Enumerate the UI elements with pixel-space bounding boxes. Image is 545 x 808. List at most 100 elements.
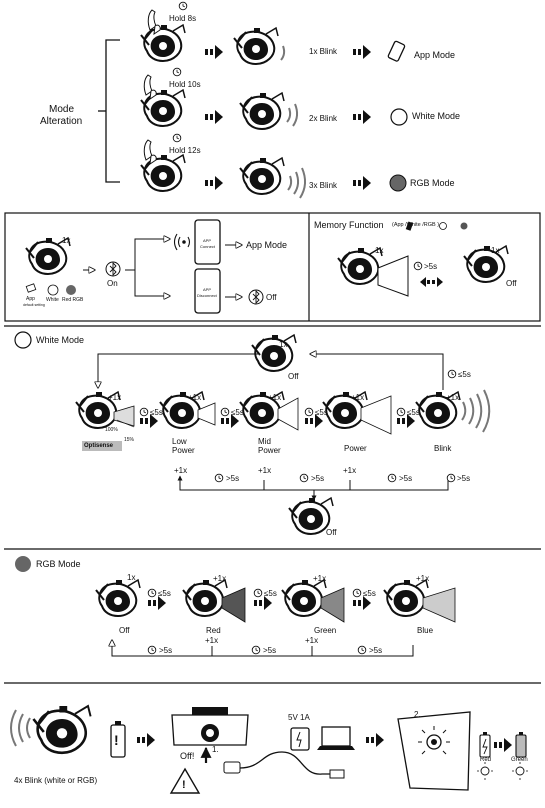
white-mode-title-icon (14, 331, 32, 349)
charging-led-closeup (397, 711, 471, 791)
memory-title: Memory Function (314, 220, 384, 230)
led-red-label: Red (480, 757, 492, 763)
rgb-bottom-clock-1 (147, 645, 157, 655)
white-top-press: 1x (279, 340, 288, 349)
usb-cable (223, 751, 345, 779)
optisense-label: Optisense (84, 443, 114, 449)
row3-clock-icon (172, 133, 182, 143)
white-time-2: ≤5s (231, 408, 244, 417)
memory-press-label: 1x (375, 246, 384, 255)
memory-double-arrow (420, 277, 443, 287)
white-clock-2 (220, 407, 230, 417)
white-bottom-plus-1: +1x (174, 466, 188, 475)
rgb-time-3: ≤5s (363, 589, 376, 598)
legend-white-label: White (46, 297, 59, 303)
rgb-arrow-3 (353, 596, 371, 610)
white-clock-3 (304, 407, 314, 417)
row1-blink-label: 1x Blink (309, 47, 338, 56)
branch-bottom (134, 270, 170, 296)
row3-lamp (239, 157, 285, 195)
white-bottom-clock-4 (446, 473, 456, 483)
pct-100: 100% (105, 427, 118, 433)
legend-app-sub: default setting (23, 303, 45, 307)
phone-disconnect-l2: Disconnect (197, 293, 217, 298)
rgb-press-2: +1x (313, 574, 327, 583)
white-press-2: +1x (268, 393, 282, 402)
row2-hold-label: Hold 10s (169, 80, 201, 89)
row3-blink-waves (287, 167, 306, 199)
wall-charger-icon (290, 727, 310, 751)
warning-mark: ! (182, 779, 186, 791)
row2-arrow-1 (205, 110, 223, 124)
white-clock-4 (396, 407, 406, 417)
mode-title-line1: Mode (49, 104, 75, 115)
legend-app-label: App (26, 296, 35, 302)
rgb-beam-green (320, 587, 345, 623)
memory-light-beam (377, 255, 409, 297)
white-press-4: +1x (446, 393, 460, 402)
legend-rgb-label: Red RGB (62, 297, 84, 303)
white-loop-right (310, 354, 444, 390)
white-beam-mid (277, 397, 299, 431)
rgb-clock-1 (147, 588, 157, 598)
rgb-stage-blue: Blue (417, 626, 434, 635)
rgb-press-1: +1x (213, 574, 227, 583)
rgb-stage-3-lamp (383, 579, 429, 617)
white-bottom-clock-3 (387, 473, 397, 483)
row1-hold-label: Hold 8s (169, 14, 197, 23)
battery-warning-mark: ! (114, 732, 119, 748)
memory-clock-icon (413, 261, 423, 271)
stage-mid-l1: Mid (258, 437, 271, 446)
stage-power-label: Power (344, 444, 367, 453)
white-bottom-clock-2 (299, 473, 309, 483)
charging-blink-label: 4x Blink (white or RGB) (14, 776, 98, 785)
rgb-beam-red (221, 587, 246, 623)
white-bottom-time-3: >5s (399, 474, 413, 483)
rgb-time-1: ≤5s (158, 589, 171, 598)
phone-disconnect (194, 268, 221, 314)
section2-press-label: 1x (62, 236, 71, 245)
memory-press2-label: 1x (491, 246, 500, 255)
row1-blink-waves (280, 45, 286, 61)
rgb-bottom-plus-1: +1x (205, 636, 219, 645)
white-loop-clock (447, 369, 457, 379)
row2-blink-waves (286, 103, 299, 127)
rgb-mode-title-icon (15, 556, 31, 572)
rgb-bottom-time-2: >5s (263, 646, 277, 655)
white-loop-time: ≤5s (458, 370, 471, 379)
memory-off-label: Off (506, 279, 517, 288)
battery-charging-icon (479, 732, 491, 758)
memory-lamp-off (463, 245, 509, 283)
memory-time-label: >5s (424, 262, 438, 271)
rgb-stage-2-lamp (281, 579, 327, 617)
white-bottom-plus-3: +1x (343, 466, 357, 475)
rgb-press-3: +1x (416, 574, 430, 583)
charging-blink-waves (10, 709, 31, 747)
rgb-stage-off: Off (119, 626, 130, 635)
row1-arrow-1 (205, 45, 223, 59)
rgb-bottom-loop (111, 642, 414, 657)
white-mode-title: White Mode (36, 335, 85, 345)
stage-low-l1: Low (172, 437, 187, 446)
row3-mode-label: RGB Mode (410, 178, 455, 188)
memory-subtitle: (App /White /RGB ) (392, 222, 440, 228)
white-bottom-plus-2: +1x (258, 466, 272, 475)
green-led-icon (512, 762, 528, 780)
white-loop-left (98, 353, 258, 388)
rgb-arrow-2 (254, 596, 272, 610)
warning-icon (169, 767, 201, 794)
white-mode-icon (390, 108, 408, 126)
white-bottom-time-2: >5s (311, 474, 325, 483)
row1-arrow-2 (353, 45, 371, 59)
row2-blink-label: 2x Blink (309, 114, 338, 123)
charging-power-label: 5V 1A (288, 713, 310, 722)
rgb-clock-3 (352, 588, 362, 598)
stage-low-l2: Power (172, 446, 195, 455)
white-bottom-off: Off (326, 528, 337, 537)
memory-legend-icons (405, 221, 468, 231)
stage-mid-l2: Power (258, 446, 281, 455)
charging-headlamp (32, 704, 92, 755)
red-led-icon (477, 762, 493, 780)
rgb-mode-icon (389, 174, 407, 192)
